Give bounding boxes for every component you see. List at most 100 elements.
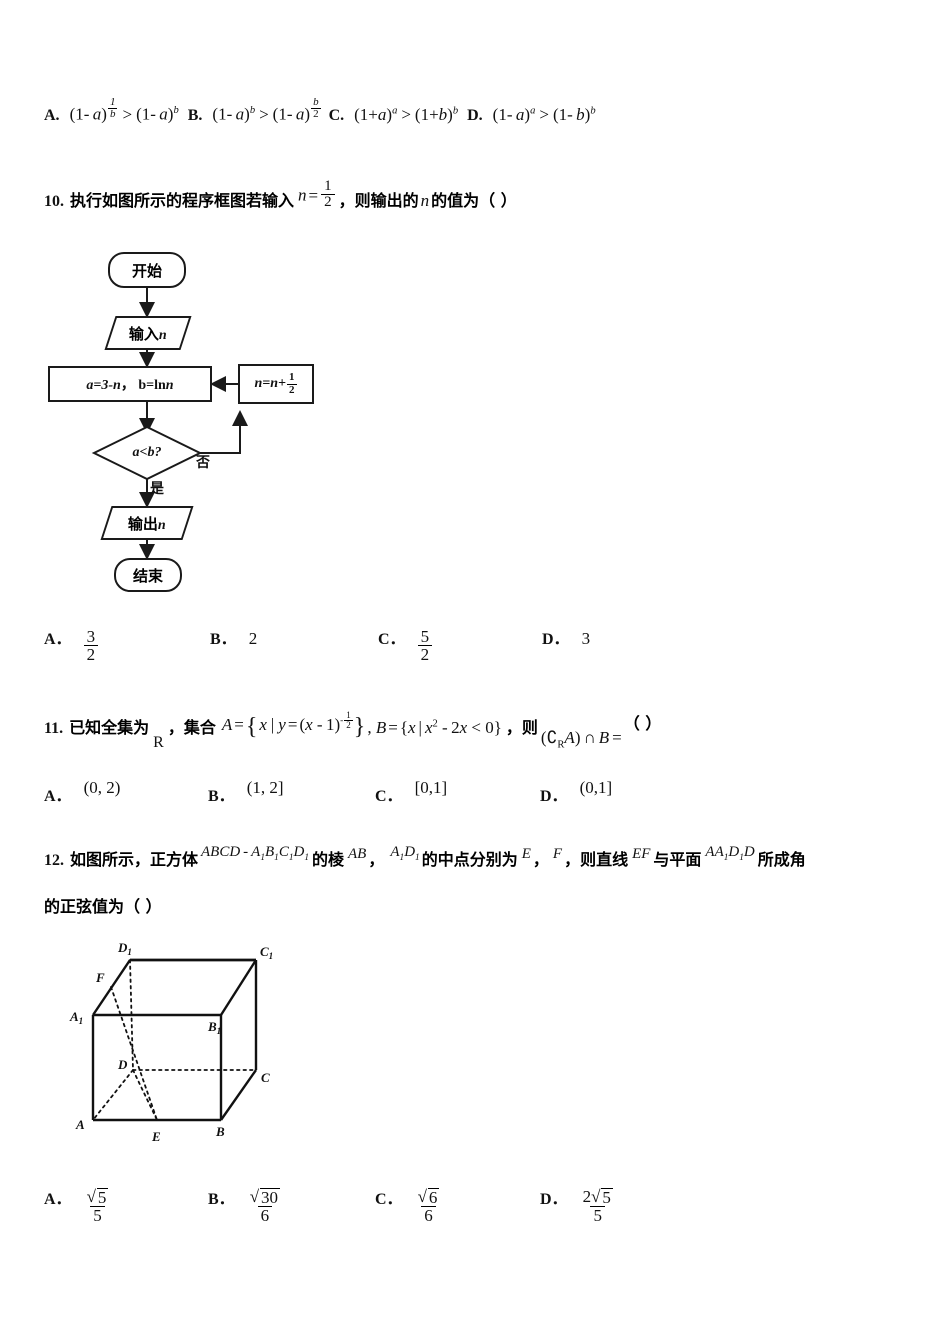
q11-option-d-value: (0,1] [579, 778, 613, 797]
q10-stem-text-2: ，则输出的 [338, 190, 419, 210]
q10-option-d: D． 3 [542, 625, 590, 649]
flowchart-input-var: n [159, 327, 167, 343]
q11-option-a: A． (0, 2) [44, 778, 120, 806]
q12-stem-text-6: 所成角 [757, 850, 806, 869]
q11-option-a-value: (0, 2) [83, 778, 121, 797]
cube-label-A: A [75, 1117, 85, 1132]
q11-option-c-letter: C． [375, 788, 403, 805]
flowchart-branch-yes-label: 是 [150, 481, 164, 497]
q11-universe-symbol: R [153, 734, 164, 751]
cube-label-B1: B1 [207, 1019, 221, 1036]
flowchart-output-var: n [158, 517, 166, 533]
cube-label-C1: C1 [260, 944, 273, 961]
q10-stem-var: n [420, 190, 430, 210]
cube-diagram-icon: D1 C1 F A1 B1 D C A B E [69, 940, 273, 1144]
cube-label-C: C [261, 1070, 270, 1085]
q11-option-c-value: [0,1] [414, 778, 448, 797]
q11-stem-text-3: ，则 [505, 718, 538, 737]
flowchart-decision-node: a<b? [91, 425, 203, 481]
q12-option-d-value: 2√5 5 [582, 1187, 613, 1226]
q10-option-b-value: 2 [248, 629, 258, 648]
q10-option-a-letter: A． [44, 631, 72, 648]
cube-label-B: B [215, 1124, 225, 1139]
q11-option-a-letter: A． [44, 788, 72, 805]
q12-point-e: E [521, 846, 531, 862]
q10-option-d-value: 3 [581, 629, 591, 648]
q11-set-b-definition: , B={x|x2 - 2x < 0} [367, 718, 502, 737]
flowchart-start-node: 开始 [108, 252, 186, 288]
cube-label-D1: D1 [117, 940, 132, 957]
q12-stem-text-2: 的棱 [312, 850, 345, 869]
q10-stem-text-3: 的值为（ ） [431, 190, 517, 210]
flowchart-output-node: 输出n [100, 506, 194, 540]
q12-stem-text-4: ，则直线 [564, 850, 629, 869]
q10-input-num: 1 [324, 178, 332, 194]
flowchart-input-label: 输入 [129, 324, 160, 343]
q9-option-b-letter: B. [187, 106, 203, 124]
q12-option-c: C． √6 6 [375, 1185, 443, 1227]
q9-option-c-expression: (1+a)a>(1+b)b [354, 104, 459, 124]
q11-option-c: C． [0,1] [375, 778, 447, 806]
q12-option-b-value: √30 6 [249, 1187, 281, 1226]
q12-plane-label: AA1D1D [705, 844, 755, 863]
flowchart-input-node: 输入n [104, 316, 192, 350]
q10-number: 10. [44, 192, 64, 210]
flowchart-end-node: 结束 [114, 558, 182, 592]
q12-number: 12. [44, 852, 64, 869]
q12-stem-text-3: 的中点分别为 [421, 850, 518, 869]
cube-label-F: F [95, 970, 105, 985]
q12-edge-ab: AB [348, 846, 367, 862]
q11-option-b-letter: B． [208, 788, 235, 805]
q10-option-b-letter: B． [210, 631, 237, 648]
q11-option-d-letter: D． [540, 788, 568, 805]
q11-stem-text-1: 已知全集为 [69, 718, 150, 737]
q11-complement-expression: (∁RA)∩B= [540, 728, 622, 751]
flowchart-start-label: 开始 [131, 261, 162, 280]
q12-line-ef: EF [632, 846, 651, 862]
q11-stem-text-2: ，集合 [167, 718, 216, 737]
q11-option-d: D． (0,1] [540, 778, 612, 806]
flowchart-branch-no-label: 否 [196, 455, 210, 471]
flowchart-process-label: a=3-n， b=lnn [86, 378, 174, 393]
flowchart-decision-label: a<b? [132, 445, 162, 460]
q12-option-a-value: √5 5 [86, 1187, 109, 1226]
q10-option-d-letter: D． [542, 631, 570, 648]
q9-option-d-expression: (1- a)a>(1- b)b [492, 104, 596, 124]
diamond-icon [91, 425, 203, 481]
q12-option-d-letter: D． [540, 1191, 568, 1208]
q12-stem-text-line2: 的正弦值为（ ） [44, 897, 162, 916]
q12-point-f: F [552, 846, 563, 862]
flowchart-process-node: a=3-n， b=lnn [48, 366, 212, 402]
q12-stem-comma-1: ， [368, 850, 385, 869]
q12-cube-name: ABCD - A1B1C1D1 [201, 844, 309, 863]
q11-option-b-value: (1, 2] [246, 778, 284, 797]
q11-number: 11. [44, 720, 64, 737]
q12-stem-text-5: 与平面 [653, 850, 702, 869]
q12-option-b-letter: B． [208, 1191, 235, 1208]
q10-option-b: B． 2 [210, 625, 257, 649]
q12-option-a-letter: A． [44, 1191, 72, 1208]
q11-stem-text-4: （ ） [623, 714, 662, 733]
q10-stem-text-1: 执行如图所示的程序框图若输入 [70, 190, 295, 210]
q12-stem-text-1: 如图所示，正方体 [70, 850, 199, 869]
flowchart-connectors [139, 288, 248, 560]
q12-option-c-letter: C． [375, 1191, 403, 1208]
q9-option-a-letter: A. [44, 106, 60, 124]
q12-stem-line1: 12. 如图所示，正方体 ABCD - A1B1C1D1 的棱 AB ， A1D… [44, 844, 806, 872]
q10-flowchart: 开始 输入n [40, 240, 340, 600]
q12-option-d: D． 2√5 5 [540, 1185, 617, 1227]
q12-stem-comma-2: ， [532, 850, 549, 869]
cube-label-D: D [117, 1057, 128, 1072]
q11-option-b: B． (1, 2] [208, 778, 284, 806]
